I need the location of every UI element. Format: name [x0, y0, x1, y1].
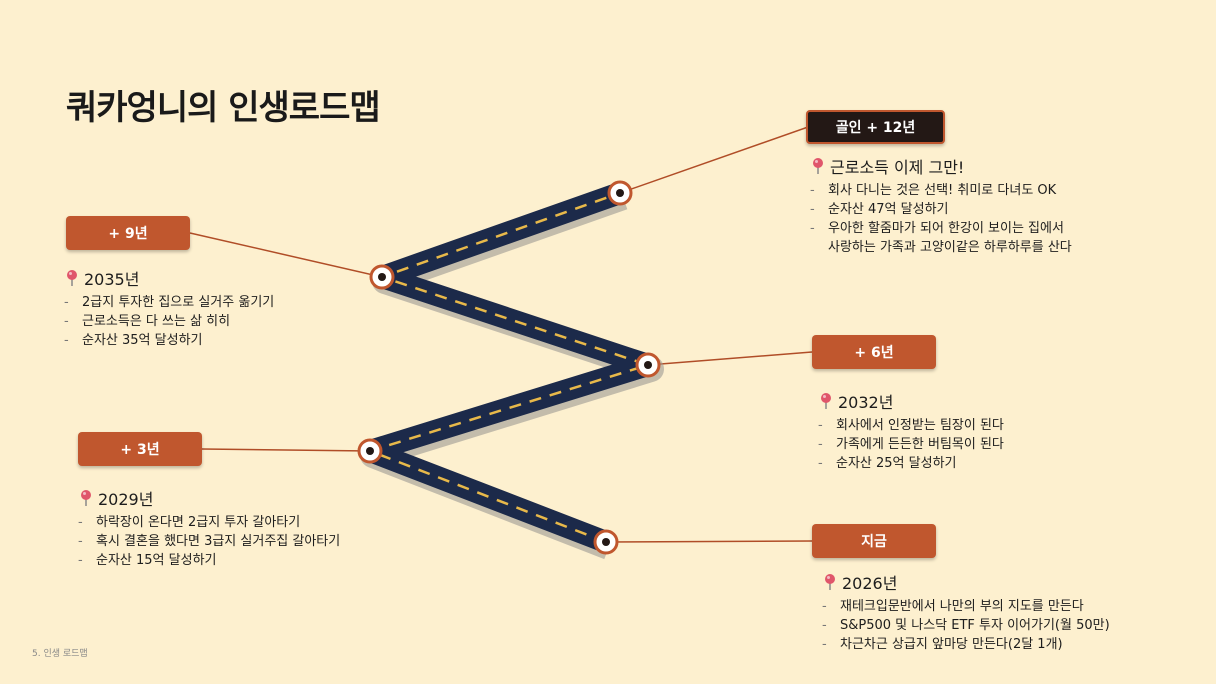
milestone-goal: 근로소득 이제 그만! -회사 다니는 것은 선택! 취미로 다녀도 OK -순… [810, 154, 1072, 257]
list-item: 순자산 15억 달성하기 [96, 553, 217, 568]
list-item: 회사에서 인정받는 팀장이 된다 [836, 418, 1004, 433]
list-item: 우아한 할줌마가 되어 한강이 보이는 집에서 [828, 221, 1064, 236]
badge-now: 지금 [812, 524, 936, 558]
list-item: S&P500 및 나스닥 ETF 투자 이어가기(월 50만) [840, 618, 1110, 633]
page-title: 쿼카엉니의 인생로드맵 [66, 88, 381, 128]
pin-icon [813, 158, 823, 174]
badge-9yr: + 9년 [66, 216, 190, 250]
node-now [593, 529, 619, 555]
milestone-heading: 2029년 [98, 490, 154, 509]
footer-label: 5. 인생 로드맵 [32, 649, 88, 659]
list-item: 순자산 35억 달성하기 [82, 333, 203, 348]
list-item: 순자산 47억 달성하기 [828, 202, 949, 217]
milestone-now: 2026년 -재테크입문반에서 나만의 부의 지도를 만든다 -S&P500 및… [822, 570, 1110, 654]
node-6yr [635, 352, 661, 378]
milestone-3yr: 2029년 -하락장이 온다면 2급지 투자 갈아타기 -혹시 결혼을 했다면 … [78, 486, 340, 570]
list-item: 순자산 25억 달성하기 [836, 456, 957, 471]
milestone-heading: 2035년 [84, 270, 140, 289]
milestone-heading: 근로소득 이제 그만! [830, 158, 965, 177]
list-item: 하락장이 온다면 2급지 투자 갈아타기 [96, 515, 301, 530]
pin-icon [67, 270, 77, 286]
list-item: 혹시 결혼을 했다면 3급지 실거주집 갈아타기 [96, 534, 341, 549]
node-9yr [369, 264, 395, 290]
list-item: 재테크입문반에서 나만의 부의 지도를 만든다 [840, 599, 1084, 614]
node-3yr [357, 438, 383, 464]
milestone-heading: 2032년 [838, 393, 894, 412]
badge-goal: 골인 + 12년 [806, 110, 945, 144]
milestone-6yr: 2032년 -회사에서 인정받는 팀장이 된다 -가족에게 든든한 버팀목이 된… [818, 389, 1004, 473]
road-nodes [357, 180, 661, 555]
list-item: 회사 다니는 것은 선택! 취미로 다녀도 OK [828, 183, 1057, 198]
list-item: 2급지 투자한 집으로 실거주 옮기기 [82, 295, 275, 310]
milestone-heading: 2026년 [842, 574, 898, 593]
connector-lines [189, 126, 813, 543]
node-goal [607, 180, 633, 206]
list-item: 가족에게 든든한 버팀목이 된다 [836, 437, 1004, 452]
list-item: 근로소득은 다 쓰는 삶 히히 [82, 314, 231, 329]
pin-icon [81, 490, 91, 506]
pin-icon [821, 393, 831, 409]
badge-3yr: + 3년 [78, 432, 202, 466]
milestone-9yr: 2035년 -2급지 투자한 집으로 실거주 옮기기 -근로소득은 다 쓰는 삶… [64, 266, 274, 350]
badge-6yr: + 6년 [812, 335, 936, 369]
list-item-continuation: 사랑하는 가족과 고양이같은 하루하루를 산다 [828, 240, 1072, 255]
road-dashes [366, 191, 653, 544]
list-item: 차근차근 상급지 앞마당 만든다(2달 1개) [840, 637, 1063, 652]
pin-icon [825, 574, 835, 590]
